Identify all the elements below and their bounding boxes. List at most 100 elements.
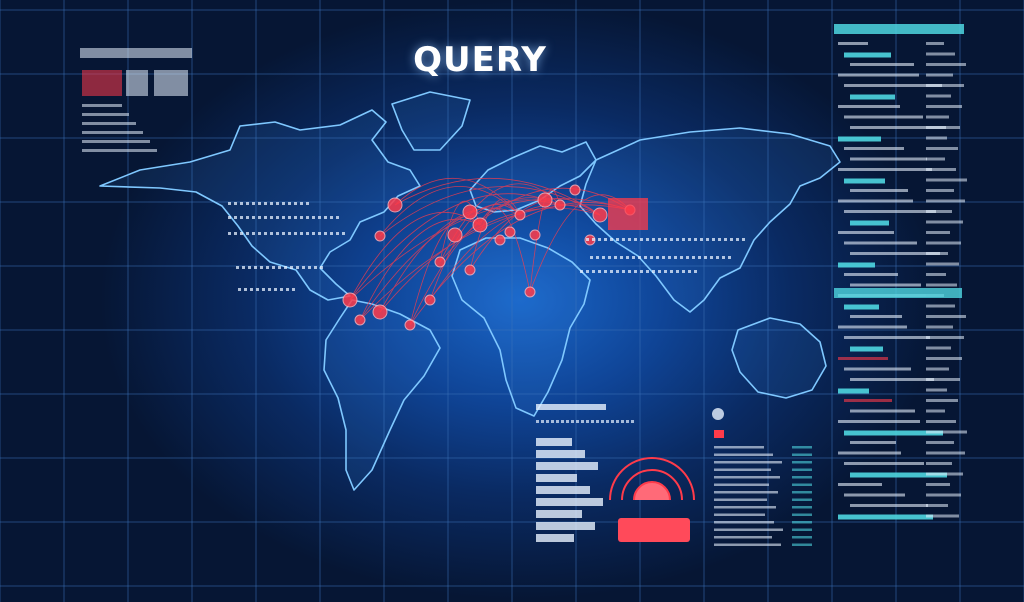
panel-text-line bbox=[714, 521, 774, 524]
panel-text-line bbox=[714, 483, 769, 486]
panel-text-line bbox=[82, 104, 122, 107]
map-data-dot bbox=[730, 238, 733, 241]
panel-text-line bbox=[926, 283, 957, 287]
panel-text-line bbox=[714, 506, 776, 509]
panel-text-line bbox=[596, 420, 599, 423]
panel-bar-row bbox=[536, 462, 598, 470]
attack-link-line bbox=[359, 218, 481, 321]
panel-text-line bbox=[714, 491, 778, 494]
panel-text-line bbox=[926, 399, 958, 402]
attack-link-line bbox=[379, 186, 601, 237]
panel-text-line bbox=[926, 210, 952, 213]
map-data-dot bbox=[306, 232, 309, 235]
map-data-dot bbox=[694, 238, 697, 241]
panel-bar-row bbox=[536, 522, 595, 530]
map-data-dot bbox=[330, 232, 333, 235]
panel-text-line bbox=[792, 506, 812, 509]
map-data-dot bbox=[252, 202, 255, 205]
panel-text-line bbox=[844, 462, 924, 465]
panel-text-line bbox=[714, 476, 780, 479]
panel-text-line bbox=[556, 420, 559, 423]
panel-text-line bbox=[838, 325, 907, 329]
map-data-dot bbox=[646, 270, 649, 273]
panel-bar-row bbox=[536, 534, 574, 542]
panel-text-line bbox=[792, 513, 812, 516]
map-data-dot bbox=[628, 238, 631, 241]
hotspot-marker bbox=[342, 292, 358, 308]
panel-text-line bbox=[838, 73, 919, 77]
map-data-dot bbox=[242, 266, 245, 269]
map-data-dot bbox=[274, 288, 277, 291]
map-data-dot bbox=[264, 216, 267, 219]
map-data-dot bbox=[694, 270, 697, 273]
map-data-dot bbox=[300, 216, 303, 219]
panel-text-line bbox=[571, 420, 574, 423]
map-data-dot bbox=[616, 270, 619, 273]
hotspot-marker bbox=[554, 199, 566, 211]
map-data-dot bbox=[276, 232, 279, 235]
map-data-dot bbox=[284, 266, 287, 269]
page-title: QUERY bbox=[413, 40, 547, 80]
panel-bar-row bbox=[536, 474, 577, 482]
panel-text-line bbox=[561, 420, 564, 423]
panel-text-line bbox=[714, 446, 764, 449]
map-data-dot bbox=[234, 232, 237, 235]
map-data-dot bbox=[652, 270, 655, 273]
map-data-dot bbox=[276, 216, 279, 219]
map-data-dot bbox=[616, 238, 619, 241]
map-data-dot bbox=[718, 238, 721, 241]
panel-text-line bbox=[82, 122, 136, 125]
panel-text-line bbox=[792, 483, 812, 486]
panel-text-line bbox=[838, 199, 913, 203]
panel-text-line bbox=[926, 84, 964, 87]
panel-text-line bbox=[616, 420, 619, 423]
map-data-dot bbox=[248, 266, 251, 269]
map-data-dot bbox=[228, 216, 231, 219]
panel-text-line bbox=[926, 136, 947, 140]
attack-link-line bbox=[394, 177, 601, 216]
map-data-dot bbox=[650, 256, 653, 259]
hotspot-marker bbox=[464, 264, 476, 276]
panel-text-line bbox=[714, 498, 767, 501]
panel-text-line bbox=[926, 336, 964, 339]
panel-text-line bbox=[926, 147, 958, 150]
map-data-dot bbox=[228, 232, 231, 235]
panel-text-line bbox=[546, 420, 549, 423]
panel-text-line bbox=[926, 315, 966, 318]
panel-bar-row bbox=[536, 486, 590, 494]
panel-text-line bbox=[850, 252, 940, 255]
panel-text-line bbox=[926, 115, 949, 119]
panel-text-line bbox=[926, 472, 963, 476]
map-data-dot bbox=[240, 232, 243, 235]
panel-bar-row bbox=[536, 450, 585, 458]
panel-text-line bbox=[850, 63, 914, 66]
panel-text-line bbox=[926, 42, 944, 45]
panel-text-line bbox=[551, 420, 554, 423]
map-data-dot bbox=[590, 256, 593, 259]
attack-link-line bbox=[359, 204, 631, 321]
panel-text-line bbox=[850, 472, 947, 478]
map-data-dot bbox=[646, 238, 649, 241]
panel-text-line bbox=[844, 273, 898, 276]
panel-text-line bbox=[844, 241, 917, 245]
map-data-dot bbox=[608, 256, 611, 259]
map-data-dot bbox=[294, 232, 297, 235]
map-data-dot bbox=[626, 256, 629, 259]
panel-text-line bbox=[926, 73, 953, 77]
panel-text-line bbox=[850, 346, 883, 352]
panel-text-line bbox=[606, 420, 609, 423]
map-data-dot bbox=[228, 202, 231, 205]
panel-text-line bbox=[926, 189, 954, 192]
hotspot-marker bbox=[372, 304, 388, 320]
panel-text-line bbox=[838, 42, 868, 45]
map-data-dot bbox=[670, 270, 673, 273]
hotspot-markers bbox=[342, 184, 648, 331]
map-data-dot bbox=[246, 232, 249, 235]
hotspot-marker bbox=[524, 286, 536, 298]
map-data-dot bbox=[282, 232, 285, 235]
panel-text-line bbox=[850, 126, 946, 129]
panel-text-line bbox=[631, 420, 634, 423]
panel-text-line bbox=[926, 273, 946, 276]
panel-text-line bbox=[850, 220, 889, 226]
panel-text-line bbox=[844, 147, 904, 150]
